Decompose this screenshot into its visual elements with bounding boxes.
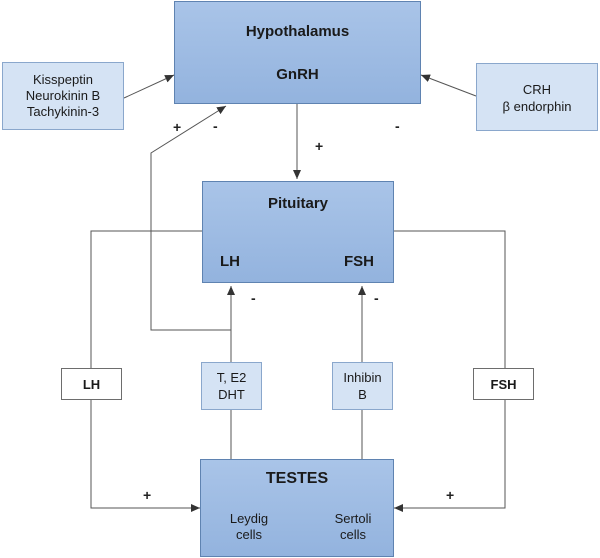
arrow-stimulators-to-hypothalamus — [123, 74, 175, 99]
testes-title: TESTES — [265, 470, 329, 487]
pituitary-lh-label: LH — [220, 253, 240, 270]
fsh-box-label: FSH — [490, 377, 517, 392]
sign-fsh-to-testes: + — [446, 487, 455, 503]
gnrh-label: GnRH — [276, 66, 319, 83]
sertoli-cells-label: Sertoli cells — [334, 511, 372, 542]
inhibin-box: Inhibin B — [332, 362, 393, 410]
testes-box: TESTES Leydig cells Sertoli cells — [200, 459, 394, 557]
sign-inhibin-to-pituitary: - — [374, 290, 379, 306]
arrow-inhibitors-to-hypothalamus — [420, 74, 477, 97]
hypothalamus-box: Hypothalamus GnRH — [174, 1, 421, 104]
stimulators-label: Kisspeptin Neurokinin B Tachykinin-3 — [25, 72, 101, 119]
steroids-box: T, E2 DHT — [201, 362, 262, 410]
inhibitors-label: CRH β endorphin — [502, 82, 572, 114]
leydig-cells-label: Leydig cells — [229, 511, 269, 542]
inhibitors-box: CRH β endorphin — [476, 63, 598, 131]
pituitary-box: Pituitary LH FSH — [202, 181, 394, 283]
stimulators-box: Kisspeptin Neurokinin B Tachykinin-3 — [2, 62, 124, 130]
sign-stimulators-to-hypothalamus: + — [173, 119, 182, 135]
pituitary-title: Pituitary — [267, 195, 328, 212]
fsh-box: FSH — [473, 368, 534, 400]
arrow-steroids-to-hypothalamus — [150, 105, 231, 331]
sign-steroids-to-hypothalamus: - — [213, 118, 218, 134]
pituitary-fsh-label: FSH — [344, 253, 374, 270]
sign-inhibitors-to-hypothalamus: - — [395, 118, 400, 134]
lh-box-label: LH — [82, 377, 101, 392]
sign-steroids-to-pituitary: - — [251, 290, 256, 306]
sign-hypothalamus-to-pituitary: + — [315, 138, 324, 154]
lh-box: LH — [61, 368, 122, 400]
inhibin-label: Inhibin B — [343, 370, 382, 402]
sign-lh-to-testes: + — [143, 487, 152, 503]
steroids-label: T, E2 DHT — [216, 370, 247, 402]
hypothalamus-title: Hypothalamus — [245, 23, 350, 40]
